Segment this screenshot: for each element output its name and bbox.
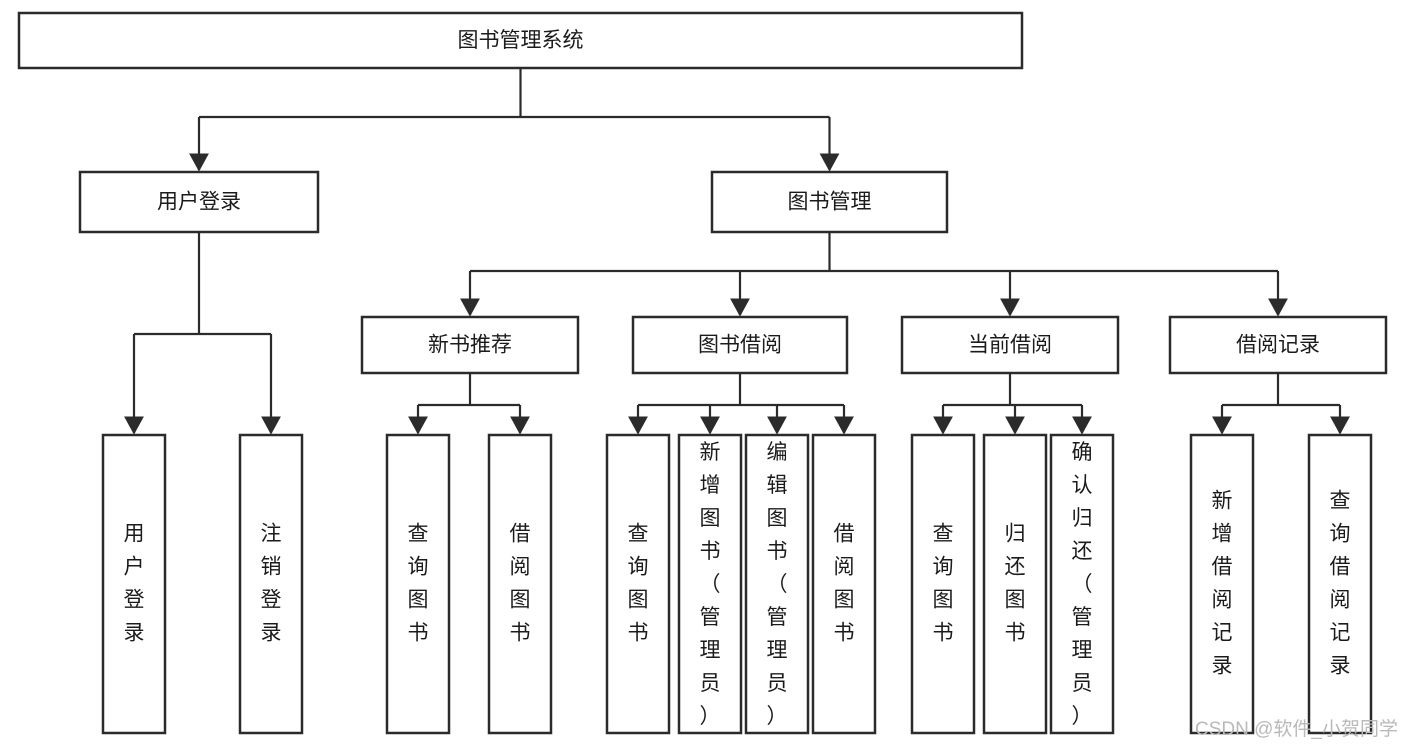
node-leaf-logout-login[interactable]: 注销登录 xyxy=(238,433,304,735)
node-leaf-borrow-book-recommend[interactable]: 借阅图书 xyxy=(487,433,553,735)
node-user-login[interactable]: 用户登录 xyxy=(78,170,320,234)
node-box-root xyxy=(17,11,1024,70)
node-leaf-confirm-return-admin[interactable]: 确认归还（管理员） xyxy=(1049,433,1115,735)
node-label-leaf-query-book-recommend: 查询图书 xyxy=(408,523,429,645)
node-label-leaf-logout-login: 注销登录 xyxy=(261,523,282,645)
node-leaf-query-book-recommend[interactable]: 查询图书 xyxy=(385,433,451,735)
node-box-user-login xyxy=(78,170,320,234)
node-label-borrow-record: 借阅记录 xyxy=(1236,334,1320,357)
node-leaf-edit-book-admin[interactable]: 编辑图书（管理员） xyxy=(744,433,810,735)
node-root[interactable]: 图书管理系统 xyxy=(17,11,1024,70)
csdn-watermark: CSDN @软件_小贺同学 xyxy=(1195,718,1398,740)
node-current-borrow[interactable]: 当前借阅 xyxy=(900,315,1120,375)
node-box-leaf-borrow-book xyxy=(811,433,877,735)
node-leaf-query-borrow-record[interactable]: 查询借阅记录 xyxy=(1307,433,1373,735)
box-layer: 图书管理系统用户登录图书管理新书推荐图书借阅当前借阅借阅记录用户登录注销登录查询… xyxy=(17,11,1388,735)
node-label-book-manage: 图书管理 xyxy=(788,191,872,214)
node-label-leaf-borrow-book-recommend: 借阅图书 xyxy=(510,523,531,645)
node-leaf-borrow-book[interactable]: 借阅图书 xyxy=(811,433,877,735)
node-label-leaf-add-borrow-record: 新增借阅记录 xyxy=(1212,490,1233,678)
node-box-leaf-confirm-return-admin xyxy=(1049,433,1115,735)
node-leaf-user-login[interactable]: 用户登录 xyxy=(101,433,167,735)
node-label-leaf-query-borrow-record: 查询借阅记录 xyxy=(1330,490,1351,678)
node-box-leaf-borrow-book-recommend xyxy=(487,433,553,735)
node-box-book-borrow xyxy=(631,315,849,375)
node-book-borrow[interactable]: 图书借阅 xyxy=(631,315,849,375)
node-box-leaf-user-login xyxy=(101,433,167,735)
node-leaf-query-book-current[interactable]: 查询图书 xyxy=(910,433,976,735)
node-new-book-recommend[interactable]: 新书推荐 xyxy=(360,315,580,375)
node-box-leaf-query-borrow-record xyxy=(1307,433,1373,735)
node-leaf-return-book[interactable]: 归还图书 xyxy=(982,433,1048,735)
node-label-leaf-confirm-return-admin: 确认归还（管理员） xyxy=(1072,441,1093,728)
node-label-leaf-borrow-book: 借阅图书 xyxy=(834,523,855,645)
node-borrow-record[interactable]: 借阅记录 xyxy=(1168,315,1388,375)
node-label-book-borrow: 图书借阅 xyxy=(698,334,782,357)
node-box-new-book-recommend xyxy=(360,315,580,375)
node-box-leaf-query-book-borrow xyxy=(605,433,671,735)
node-box-leaf-return-book xyxy=(982,433,1048,735)
node-label-leaf-edit-book-admin: 编辑图书（管理员） xyxy=(767,441,788,728)
node-label-leaf-return-book: 归还图书 xyxy=(1005,523,1026,645)
node-label-user-login: 用户登录 xyxy=(157,191,241,214)
node-book-manage[interactable]: 图书管理 xyxy=(710,170,949,234)
node-label-leaf-query-book-current: 查询图书 xyxy=(933,523,954,645)
node-label-leaf-add-book-admin: 新增图书（管理员） xyxy=(700,441,721,728)
node-box-leaf-add-borrow-record xyxy=(1189,433,1255,735)
node-box-leaf-query-book-recommend xyxy=(385,433,451,735)
node-label-root: 图书管理系统 xyxy=(458,29,584,52)
node-leaf-add-book-admin[interactable]: 新增图书（管理员） xyxy=(677,433,743,735)
connector-layer xyxy=(124,68,1350,435)
node-box-borrow-record xyxy=(1168,315,1388,375)
node-label-current-borrow: 当前借阅 xyxy=(968,334,1052,357)
node-box-leaf-query-book-current xyxy=(910,433,976,735)
node-box-leaf-logout-login xyxy=(238,433,304,735)
node-leaf-add-borrow-record[interactable]: 新增借阅记录 xyxy=(1189,433,1255,735)
node-box-book-manage xyxy=(710,170,949,234)
node-box-leaf-add-book-admin xyxy=(677,433,743,735)
node-leaf-query-book-borrow[interactable]: 查询图书 xyxy=(605,433,671,735)
node-label-leaf-query-book-borrow: 查询图书 xyxy=(628,523,649,645)
node-box-leaf-edit-book-admin xyxy=(744,433,810,735)
node-box-current-borrow xyxy=(900,315,1120,375)
node-label-new-book-recommend: 新书推荐 xyxy=(428,334,512,357)
node-label-leaf-user-login: 用户登录 xyxy=(124,523,145,645)
